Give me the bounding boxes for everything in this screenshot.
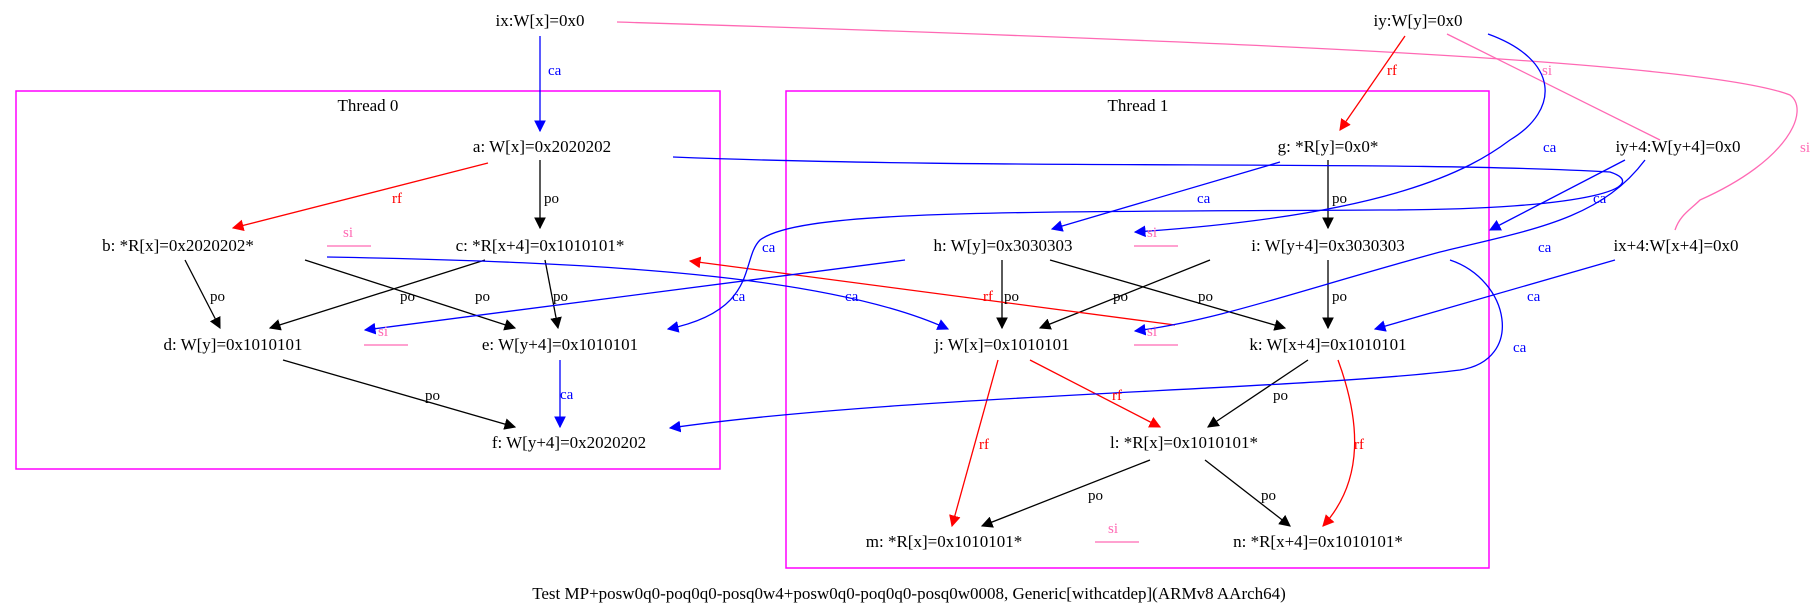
label-ca-ix-a: ca [548,63,562,79]
edge-po-k-l [1207,359,1309,428]
label-ca-b-j: ca [845,289,859,305]
edge-po-i-j [1038,259,1211,330]
label-po-a-c: po [544,191,559,207]
label-si-d: si [378,324,388,340]
label-ca-a-e: ca [762,240,776,256]
thread0-title: Thread 0 [338,96,399,115]
node-iy4: iy+4:W[y+4]=0x0 [1615,137,1740,156]
label-ca-iy4-i: ca [1593,191,1607,207]
label-rf-k-n: rf [1354,437,1364,453]
label-po-i-k: po [1332,289,1347,305]
edge-ca-b-j [326,256,950,330]
edge-ca-iy4-si-j [1133,159,1646,336]
edge-rf-k-n [1322,359,1356,527]
label-po-c-e: po [553,289,568,305]
label-po-g-i: po [1332,191,1347,207]
label-po-h-j: po [1004,289,1019,305]
edge-si-ix-ix4 [616,21,1798,231]
label-si-ix-ix4: si [1800,140,1810,156]
edge-ca-i-f [668,259,1503,433]
thread1-title: Thread 1 [1108,96,1169,115]
label-ca-iy-h: ca [1543,140,1557,156]
node-d: d: W[y]=0x1010101 [163,335,302,354]
label-po-b-d: po [210,289,225,305]
node-b: b: *R[x]=0x2020202* [102,236,254,255]
label-po-l-m: po [1088,488,1103,504]
label-si-h: si [1147,225,1157,241]
label-ca-g-h: ca [1197,191,1211,207]
label-ca-h-d: ca [732,289,746,305]
label-rf-iy-g: rf [1387,63,1397,79]
edge-si-iy-iy4 [1446,33,1661,141]
label-si-b: si [343,225,353,241]
edge-ca-ix4-k [1373,259,1616,332]
label-ca-i-f: ca [1513,340,1527,356]
node-ix4: ix+4:W[x+4]=0x0 [1613,236,1738,255]
edge-po-l-m [980,459,1151,528]
node-e: e: W[y+4]=0x1010101 [482,335,638,354]
label-si-iy-iy4: si [1542,63,1552,79]
node-f: f: W[y+4]=0x2020202 [492,433,646,452]
node-iy: iy:W[y]=0x0 [1374,11,1463,30]
label-rf-j-m: rf [979,437,989,453]
node-l: l: *R[x]=0x1010101* [1110,433,1258,452]
node-j: j: W[x]=0x1010101 [933,335,1069,354]
label-rf-a-b: rf [392,191,402,207]
thread0-cluster [15,90,721,470]
thread1-cluster [785,90,1490,569]
edge-po-d-f [282,359,517,430]
label-ca-iy4-j: ca [1538,240,1552,256]
edge-po-c-d [268,259,486,331]
edge-po-c-e [544,259,562,330]
node-h: h: W[y]=0x3030303 [933,236,1072,255]
edge-rf-k-c [688,256,1176,326]
node-m: m: *R[x]=0x1010101* [866,532,1022,551]
edge-po-b-e [304,259,517,331]
label-ca-ix4-k: ca [1527,289,1541,305]
node-i: i: W[y+4]=0x3030303 [1251,236,1404,255]
node-c: c: *R[x+4]=0x1010101* [456,236,625,255]
node-ix: ix:W[x]=0x0 [496,11,585,30]
label-rf-k-c: rf [983,289,993,305]
graph-caption: Test MP+posw0q0-poq0q0-posq0w4+posw0q0-p… [532,584,1286,603]
node-a: a: W[x]=0x2020202 [473,137,611,156]
label-rf-j-l: rf [1112,388,1122,404]
label-po-i-j: po [1113,289,1128,305]
edge-po-b-d [184,259,221,330]
edge-ca-iy-si-h [1133,33,1546,238]
edge-rf-iy-g [1339,35,1406,131]
label-po-k-l: po [1273,388,1288,404]
edge-ca-a-e [666,156,1624,333]
label-si-j: si [1147,324,1157,340]
edge-rf-j-m [949,359,999,528]
label-po-c-d: po [400,289,415,305]
edge-ca-g-h [1050,161,1281,232]
label-po-b-e: po [475,289,490,305]
edge-rf-a-b [231,162,489,232]
edge-po-h-k [1049,259,1287,331]
edge-ca-iy4-i [1488,159,1626,231]
label-po-l-n: po [1261,488,1276,504]
label-po-d-f: po [425,388,440,404]
node-k: k: W[x+4]=0x1010101 [1249,335,1406,354]
node-g: g: *R[y]=0x0* [1278,137,1379,156]
edge-ca-h-si-d [363,259,906,335]
label-ca-e-f: ca [560,387,574,403]
label-si-m: si [1108,521,1118,537]
edge-po-l-n [1204,459,1291,527]
label-po-h-k: po [1198,289,1213,305]
node-n: n: *R[x+4]=0x1010101* [1233,532,1403,551]
